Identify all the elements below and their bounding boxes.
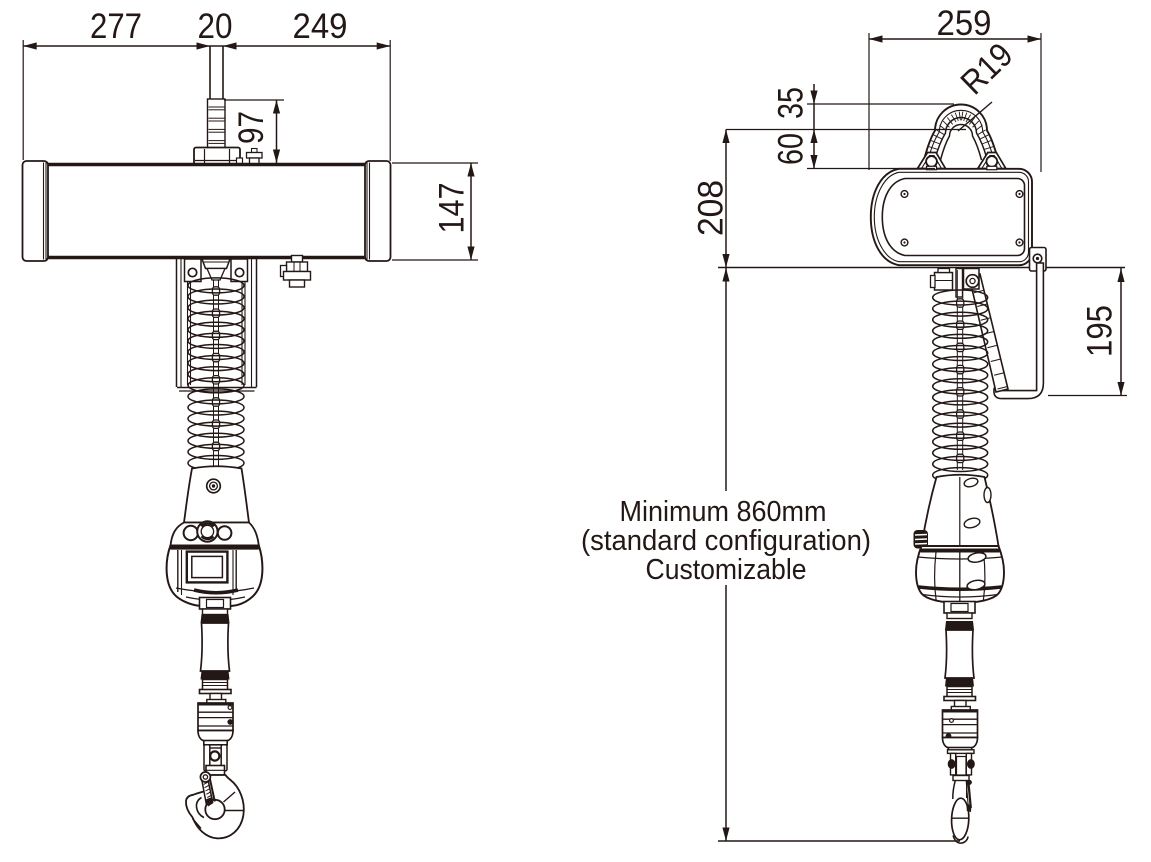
svg-text:208: 208 xyxy=(692,180,731,236)
svg-text:97: 97 xyxy=(232,111,271,144)
svg-text:195: 195 xyxy=(1081,305,1120,357)
svg-text:147: 147 xyxy=(433,183,472,234)
svg-text:249: 249 xyxy=(293,7,348,46)
svg-text:277: 277 xyxy=(90,7,142,46)
svg-text:259: 259 xyxy=(937,4,992,43)
svg-text:Minimum 860mm: Minimum 860mm xyxy=(620,496,827,528)
svg-text:60: 60 xyxy=(772,133,811,165)
svg-text:Customizable: Customizable xyxy=(646,554,807,586)
svg-text:20: 20 xyxy=(198,7,233,46)
svg-text:35: 35 xyxy=(772,87,811,119)
svg-text:R19: R19 xyxy=(954,36,1021,102)
svg-text:(standard configuration): (standard configuration) xyxy=(581,525,871,557)
